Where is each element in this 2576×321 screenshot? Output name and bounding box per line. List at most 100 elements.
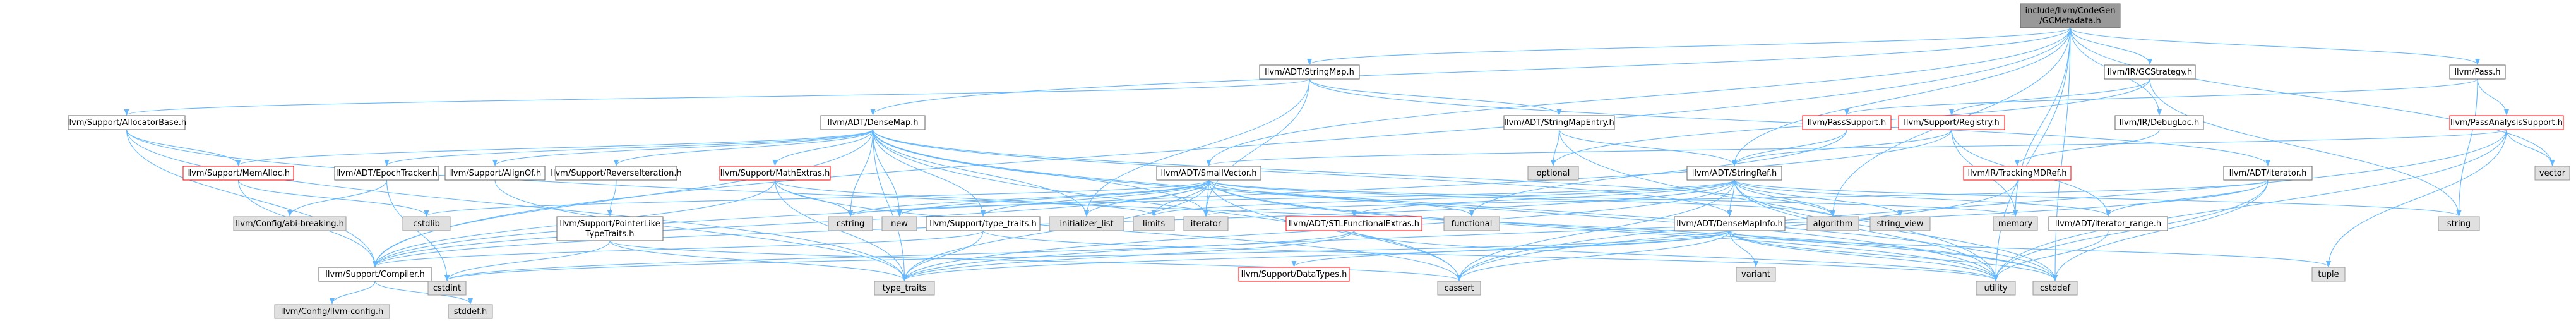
node-abibreaking[interactable]: llvm/Config/abi-breaking.h	[233, 216, 347, 231]
node-iterator[interactable]: iterator	[1183, 216, 1229, 231]
node-cstring[interactable]: cstring	[828, 216, 873, 231]
node-cstdint[interactable]: cstdint	[427, 281, 467, 296]
node-label: cstring	[837, 219, 864, 229]
node-root[interactable]: include/llvm/CodeGen/GCMetadata.h	[2020, 3, 2121, 28]
node-string[interactable]: string	[2438, 216, 2480, 231]
node-label: llvm/ADT/DenseMapInfo.h	[1676, 219, 1782, 229]
node-iterator_range[interactable]: llvm/ADT/iterator_range.h	[2048, 216, 2168, 231]
node-functional[interactable]: functional	[1443, 216, 1500, 231]
node-gcstrategy[interactable]: llvm/IR/GCStrategy.h	[2104, 64, 2196, 80]
node-densemap[interactable]: llvm/ADT/DenseMap.h	[820, 115, 926, 130]
edge-stlfunctional-to-cstdint	[444, 230, 1355, 281]
node-stlfunctional[interactable]: llvm/ADT/STLFunctionalExtras.h	[1285, 216, 1422, 231]
node-compiler[interactable]: llvm/Support/Compiler.h	[318, 267, 432, 282]
edge-root-to-smallvector	[1206, 27, 2071, 166]
node-stringref[interactable]: llvm/ADT/StringRef.h	[1686, 166, 1782, 181]
edge-compiler-to-llvmconfig	[330, 281, 376, 305]
node-vector[interactable]: vector	[2534, 166, 2570, 181]
node-stringmap[interactable]: llvm/ADT/StringMap.h	[1259, 64, 1360, 80]
node-box	[1437, 281, 1481, 296]
node-memory[interactable]: memory	[1993, 216, 2038, 231]
node-mathextras[interactable]: llvm/Support/MathExtras.h	[719, 166, 831, 181]
node-tuple[interactable]: tuple	[2311, 267, 2346, 282]
node-densemapinfo[interactable]: llvm/ADT/DenseMapInfo.h	[1674, 216, 1786, 231]
edge-stringmap-to-stringmapentry	[1309, 78, 1562, 116]
node-iterator_h[interactable]: llvm/ADT/iterator.h	[2223, 166, 2313, 181]
edge-typetraits_support-to-compiler	[373, 230, 984, 267]
edge-smallvector-to-utility	[1208, 179, 1998, 281]
node-llvmconfig[interactable]: llvm/Config/llvm-config.h	[274, 304, 390, 319]
node-trackingmdref[interactable]: llvm/IR/TrackingMDRef.h	[1963, 166, 2072, 181]
edge-epochtracker-to-abibreaking	[287, 179, 388, 217]
node-datatypes[interactable]: llvm/Support/DataTypes.h	[1238, 267, 1350, 282]
edge-stringref-to-string	[1734, 179, 2462, 217]
edge-smallvector-to-initializer_list	[1084, 179, 1210, 217]
node-debugloc[interactable]: llvm/IR/DebugLoc.h	[2114, 115, 2204, 130]
node-stddef[interactable]: stddef.h	[448, 304, 493, 319]
node-label: llvm/Pass.h	[2454, 68, 2500, 77]
edge-stringref-to-limits	[1151, 179, 1735, 217]
node-variant[interactable]: variant	[1736, 267, 1776, 282]
node-label: llvm/ADT/STLFunctionalExtras.h	[1289, 219, 1419, 229]
node-typetraits_support[interactable]: llvm/Support/type_traits.h	[926, 216, 1041, 231]
node-type_traits[interactable]: type_traits	[874, 281, 935, 296]
edge-densemap-to-new	[872, 129, 902, 217]
edge-densemap-to-type_traits	[872, 129, 907, 281]
node-box	[334, 166, 439, 181]
edge-allocatorbase-to-compiler	[126, 129, 378, 267]
node-memalloc[interactable]: llvm/Support/MemAlloc.h	[182, 166, 294, 181]
node-passsupport[interactable]: llvm/PassSupport.h	[1802, 115, 1892, 130]
node-label: llvm/PassAnalysisSupport.h	[2450, 118, 2563, 128]
node-box	[1527, 166, 1579, 181]
node-box	[1183, 216, 1229, 231]
node-allocatorbase[interactable]: llvm/Support/AllocatorBase.h	[67, 115, 186, 130]
node-reverseiteration[interactable]: llvm/Support/ReverseIteration.h	[551, 166, 682, 181]
node-label: llvm/Support/MemAlloc.h	[187, 169, 290, 178]
node-optional[interactable]: optional	[1527, 166, 1579, 181]
edge-pass-to-passsupport	[1844, 78, 2478, 116]
node-limits[interactable]: limits	[1133, 216, 1175, 231]
edge-stringmap-to-iterator_h	[1309, 78, 2270, 166]
node-stringmapentry[interactable]: llvm/ADT/StringMapEntry.h	[1503, 115, 1615, 130]
node-smallvector[interactable]: llvm/ADT/SmallVector.h	[1156, 166, 1261, 181]
edge-root-to-pass	[2070, 27, 2480, 65]
node-new[interactable]: new	[881, 216, 917, 231]
node-label: llvm/ADT/StringRef.h	[1692, 169, 1777, 178]
node-label: llvm/ADT/SmallVector.h	[1161, 169, 1257, 178]
node-box	[274, 304, 390, 319]
node-box	[1503, 115, 1615, 130]
node-registry[interactable]: llvm/Support/Registry.h	[1898, 115, 2005, 130]
node-passanalysissupport[interactable]: llvm/PassAnalysisSupport.h	[2449, 115, 2564, 130]
edge-reverseiteration-to-pointerlike	[607, 179, 617, 217]
node-box	[2438, 216, 2480, 231]
node-cstdlib[interactable]: cstdlib	[402, 216, 451, 231]
edge-stringmap-to-iterator	[1203, 78, 1310, 217]
node-box	[1976, 281, 2016, 296]
node-pass[interactable]: llvm/Pass.h	[2449, 64, 2506, 80]
node-alignof[interactable]: llvm/Support/AlignOf.h	[444, 166, 546, 181]
node-label: llvm/Support/ReverseIteration.h	[551, 169, 682, 178]
edge-root-to-cstddef	[2053, 27, 2071, 281]
node-utility[interactable]: utility	[1976, 281, 2016, 296]
node-label: llvm/ADT/iterator.h	[2229, 169, 2307, 178]
edge-pass-to-string	[2456, 78, 2478, 217]
node-label: cstdlib	[413, 219, 440, 229]
edge-root-to-memory	[2013, 27, 2071, 217]
edge-stringref-to-stlfunctional	[1351, 179, 1735, 217]
node-box	[1806, 216, 1859, 231]
node-initializer_list[interactable]: initializer_list	[1049, 216, 1124, 231]
node-box	[874, 281, 935, 296]
node-box	[2223, 166, 2313, 181]
node-string_view[interactable]: string_view	[1869, 216, 1931, 231]
node-epochtracker[interactable]: llvm/ADT/EpochTracker.h	[334, 166, 439, 181]
node-box	[926, 216, 1041, 231]
node-algorithm[interactable]: algorithm	[1806, 216, 1859, 231]
node-box	[1259, 64, 1360, 80]
node-label: llvm/Config/abi-breaking.h	[236, 219, 344, 229]
node-cassert[interactable]: cassert	[1437, 281, 1481, 296]
node-cstddef[interactable]: cstddef	[2032, 281, 2078, 296]
edge-root-to-compiler	[373, 27, 2071, 267]
node-label: new	[891, 219, 908, 229]
node-box	[2114, 115, 2204, 130]
